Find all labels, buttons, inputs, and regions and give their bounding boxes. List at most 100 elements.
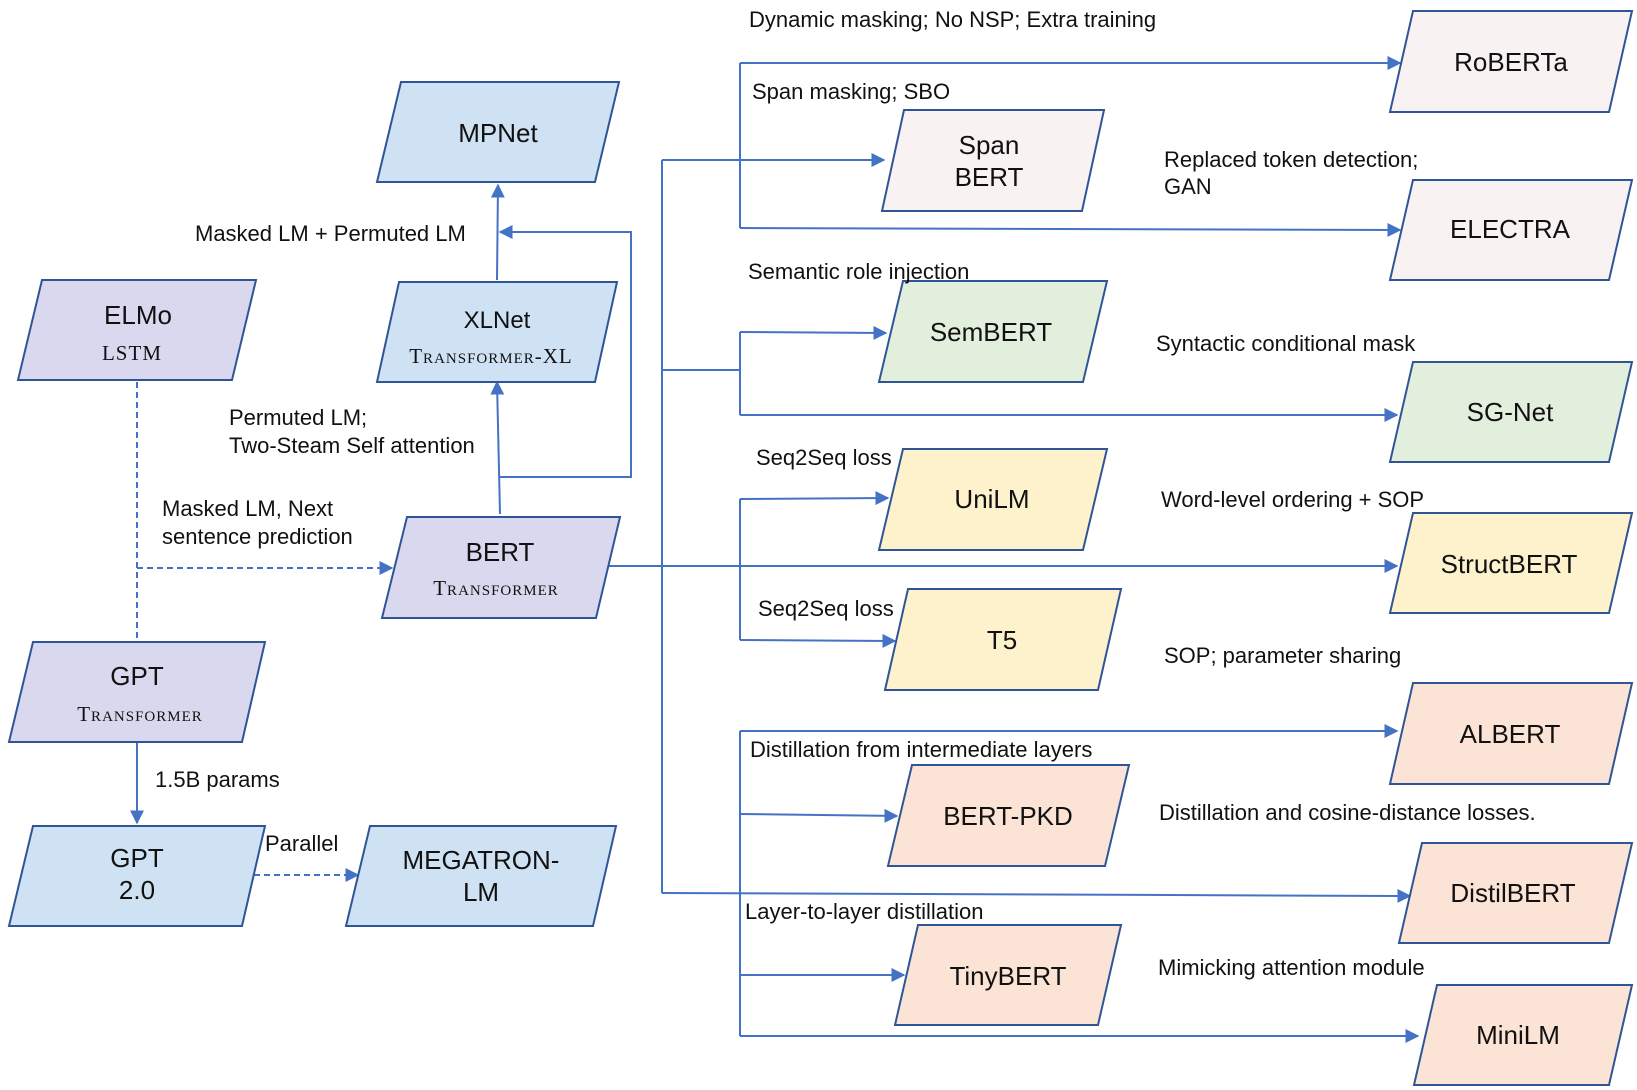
node-xlnet-shape	[375, 281, 619, 383]
node-structbert-shape	[1388, 512, 1634, 614]
label-sgnet: Syntactic conditional mask	[1156, 331, 1416, 356]
node-tinybert: TinyBERT	[893, 924, 1123, 1026]
label-spanbert: Span masking; SBO	[752, 79, 950, 104]
node-sgnet-title: SG-Net	[1467, 397, 1554, 427]
node-bert-title: BERT	[466, 537, 535, 567]
node-roberta-shape	[1388, 10, 1634, 113]
node-gpt2-shape	[7, 825, 267, 927]
node-xlnet: XLNet Transformer-XL	[375, 281, 619, 383]
node-gpt2-title-line2: 2.0	[119, 875, 155, 905]
node-megatron-title-line1: MEGATRON-	[403, 845, 560, 875]
node-gpt: GPT Transformer	[7, 641, 267, 743]
edge-bert-xlnet	[490, 380, 505, 515]
nodes: MPNet XLNet Transformer-XL ELMo LSTM BER…	[7, 10, 1634, 1086]
node-elmo: ELMo LSTM	[16, 279, 258, 381]
node-distilbert-shape	[1397, 842, 1634, 944]
node-albert: ALBERT	[1388, 682, 1634, 785]
node-tinybert-title: TinyBERT	[949, 961, 1066, 991]
node-megatron-shape	[344, 825, 618, 927]
label-masked-nsp-line2: sentence prediction	[162, 524, 353, 549]
node-t5-shape	[883, 588, 1123, 691]
node-unilm-title: UniLM	[954, 484, 1029, 514]
node-sembert: SemBERT	[877, 280, 1109, 383]
node-minilm: MiniLM	[1412, 984, 1634, 1086]
node-sgnet: SG-Net	[1388, 361, 1634, 463]
label-tinybert: Layer-to-layer distillation	[745, 899, 983, 924]
node-bert-subtitle: Transformer	[433, 576, 559, 600]
node-bert-shape	[380, 516, 622, 619]
node-xlnet-subtitle: Transformer-XL	[409, 344, 573, 368]
edge-to-distilbert	[661, 888, 1412, 903]
node-bertpkd-title: BERT-PKD	[943, 801, 1073, 831]
node-unilm-shape	[877, 448, 1109, 551]
label-masked-permuted: Masked LM + Permuted LM	[195, 221, 466, 246]
node-elmo-shape	[16, 279, 258, 381]
label-params: 1.5B params	[155, 767, 280, 792]
edge-to-t5	[739, 633, 897, 648]
node-electra: ELECTRA	[1388, 179, 1634, 281]
node-spanbert-title-line1: Span	[959, 130, 1020, 160]
label-bertpkd: Distillation from intermediate layers	[750, 737, 1092, 762]
label-masked-nsp-line1: Masked LM, Next	[162, 496, 333, 521]
edge-labels: Masked LM + Permuted LM Permuted LM; Two…	[155, 7, 1536, 980]
node-structbert-title: StructBERT	[1441, 549, 1578, 579]
node-structbert: StructBERT	[1388, 512, 1634, 614]
label-electra-line1: Replaced token detection;	[1164, 147, 1418, 172]
label-minilm: Mimicking attention module	[1158, 955, 1425, 980]
label-t5: Seq2Seq loss	[758, 596, 894, 621]
node-gpt-subtitle: Transformer	[77, 702, 203, 726]
node-minilm-shape	[1412, 984, 1634, 1086]
label-structbert: Word-level ordering + SOP	[1161, 487, 1424, 512]
label-roberta: Dynamic masking; No NSP; Extra training	[749, 7, 1156, 32]
node-t5: T5	[883, 588, 1123, 691]
node-bertpkd: BERT-PKD	[886, 764, 1131, 867]
node-roberta-title: RoBERTa	[1454, 47, 1568, 77]
node-sembert-shape	[877, 280, 1109, 383]
node-mpnet-title: MPNet	[458, 118, 538, 148]
edge-xlnet-mpnet	[490, 183, 505, 281]
node-megatron: MEGATRON- LM	[344, 825, 618, 927]
node-tinybert-shape	[893, 924, 1123, 1026]
label-distilbert: Distillation and cosine-distance losses.	[1159, 800, 1536, 825]
edge-to-unilm	[739, 491, 890, 506]
node-unilm: UniLM	[877, 448, 1109, 551]
node-gpt-shape	[7, 641, 267, 743]
node-t5-title: T5	[987, 625, 1017, 655]
node-elmo-subtitle: LSTM	[102, 341, 162, 365]
label-permuted-line2: Two-Steam Self attention	[229, 433, 475, 458]
node-sembert-title: SemBERT	[930, 317, 1052, 347]
node-spanbert-title-line2: BERT	[955, 162, 1024, 192]
node-megatron-title-line2: LM	[463, 877, 499, 907]
node-albert-shape	[1388, 682, 1634, 785]
label-parallel: Parallel	[265, 831, 338, 856]
label-unilm: Seq2Seq loss	[756, 445, 892, 470]
node-sgnet-shape	[1388, 361, 1634, 463]
node-gpt2-title-line1: GPT	[110, 843, 164, 873]
edge-to-sembert	[739, 325, 888, 340]
node-spanbert: Span BERT	[880, 109, 1106, 212]
label-electra-line2: GAN	[1164, 174, 1212, 199]
label-albert: SOP; parameter sharing	[1164, 643, 1401, 668]
node-bert: BERT Transformer	[380, 516, 622, 619]
node-roberta: RoBERTa	[1388, 10, 1634, 113]
label-sembert: Semantic role injection	[748, 259, 969, 284]
node-mpnet: MPNet	[375, 81, 621, 183]
node-xlnet-title: XLNet	[464, 307, 531, 334]
node-elmo-title: ELMo	[104, 300, 172, 330]
node-mpnet-shape	[375, 81, 621, 183]
node-distilbert: DistilBERT	[1397, 842, 1634, 944]
edge-to-bertpkd	[739, 808, 899, 823]
node-bertpkd-shape	[886, 764, 1131, 867]
node-albert-title: ALBERT	[1460, 719, 1561, 749]
node-distilbert-title: DistilBERT	[1450, 878, 1575, 908]
edge-bert-mpnet	[498, 225, 632, 478]
label-permuted-line1: Permuted LM;	[229, 405, 367, 430]
node-electra-shape	[1388, 179, 1634, 281]
node-gpt2: GPT 2.0	[7, 825, 267, 927]
node-spanbert-shape	[880, 109, 1106, 212]
edges	[130, 56, 1420, 1043]
node-minilm-title: MiniLM	[1476, 1020, 1560, 1050]
node-electra-title: ELECTRA	[1450, 214, 1571, 244]
node-gpt-title: GPT	[110, 661, 164, 691]
